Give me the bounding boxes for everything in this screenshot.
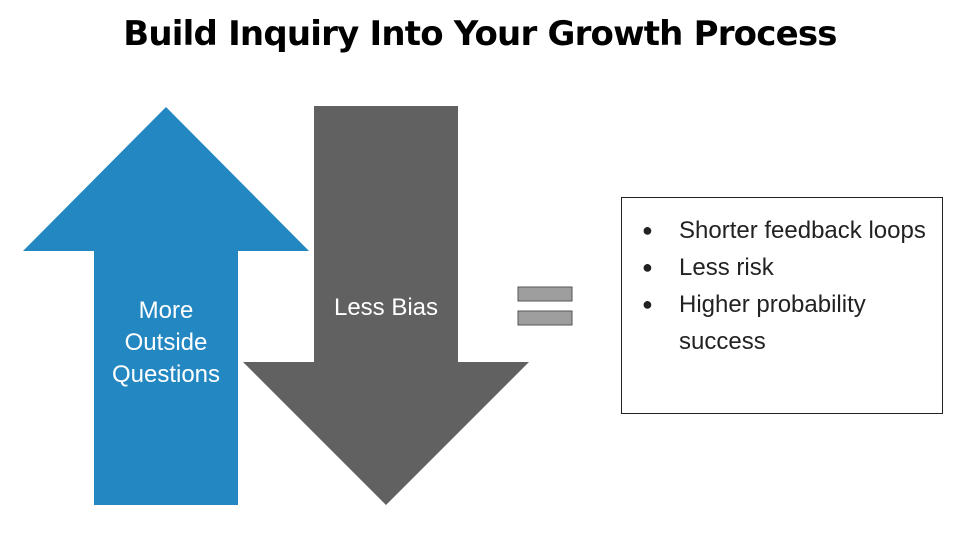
slide-title: Build Inquiry Into Your Growth Process (123, 14, 837, 54)
down-arrow (243, 106, 529, 505)
equals-sign-top-bar (517, 286, 573, 302)
list-item: ● Less risk (622, 249, 942, 286)
bullet-icon: ● (642, 220, 653, 240)
up-arrow (23, 107, 309, 505)
list-item-text: Shorter feedback loops (679, 217, 926, 244)
equals-sign-bottom-bar (517, 310, 573, 326)
down-arrow-label: Less Bias (333, 294, 439, 321)
up-arrow-label: More Outside Questions (111, 297, 221, 388)
results-box: ● Shorter feedback loops ● Less risk ● H… (621, 197, 943, 414)
results-list: ● Shorter feedback loops ● Less risk ● H… (622, 198, 942, 360)
list-item-text: Less risk (679, 254, 774, 281)
list-item: ● Shorter feedback loops (622, 212, 942, 249)
list-item: ● Higher probability success (622, 286, 942, 360)
list-item-text: Higher probability success (679, 291, 866, 355)
bullet-icon: ● (642, 257, 653, 277)
bullet-icon: ● (642, 294, 653, 314)
